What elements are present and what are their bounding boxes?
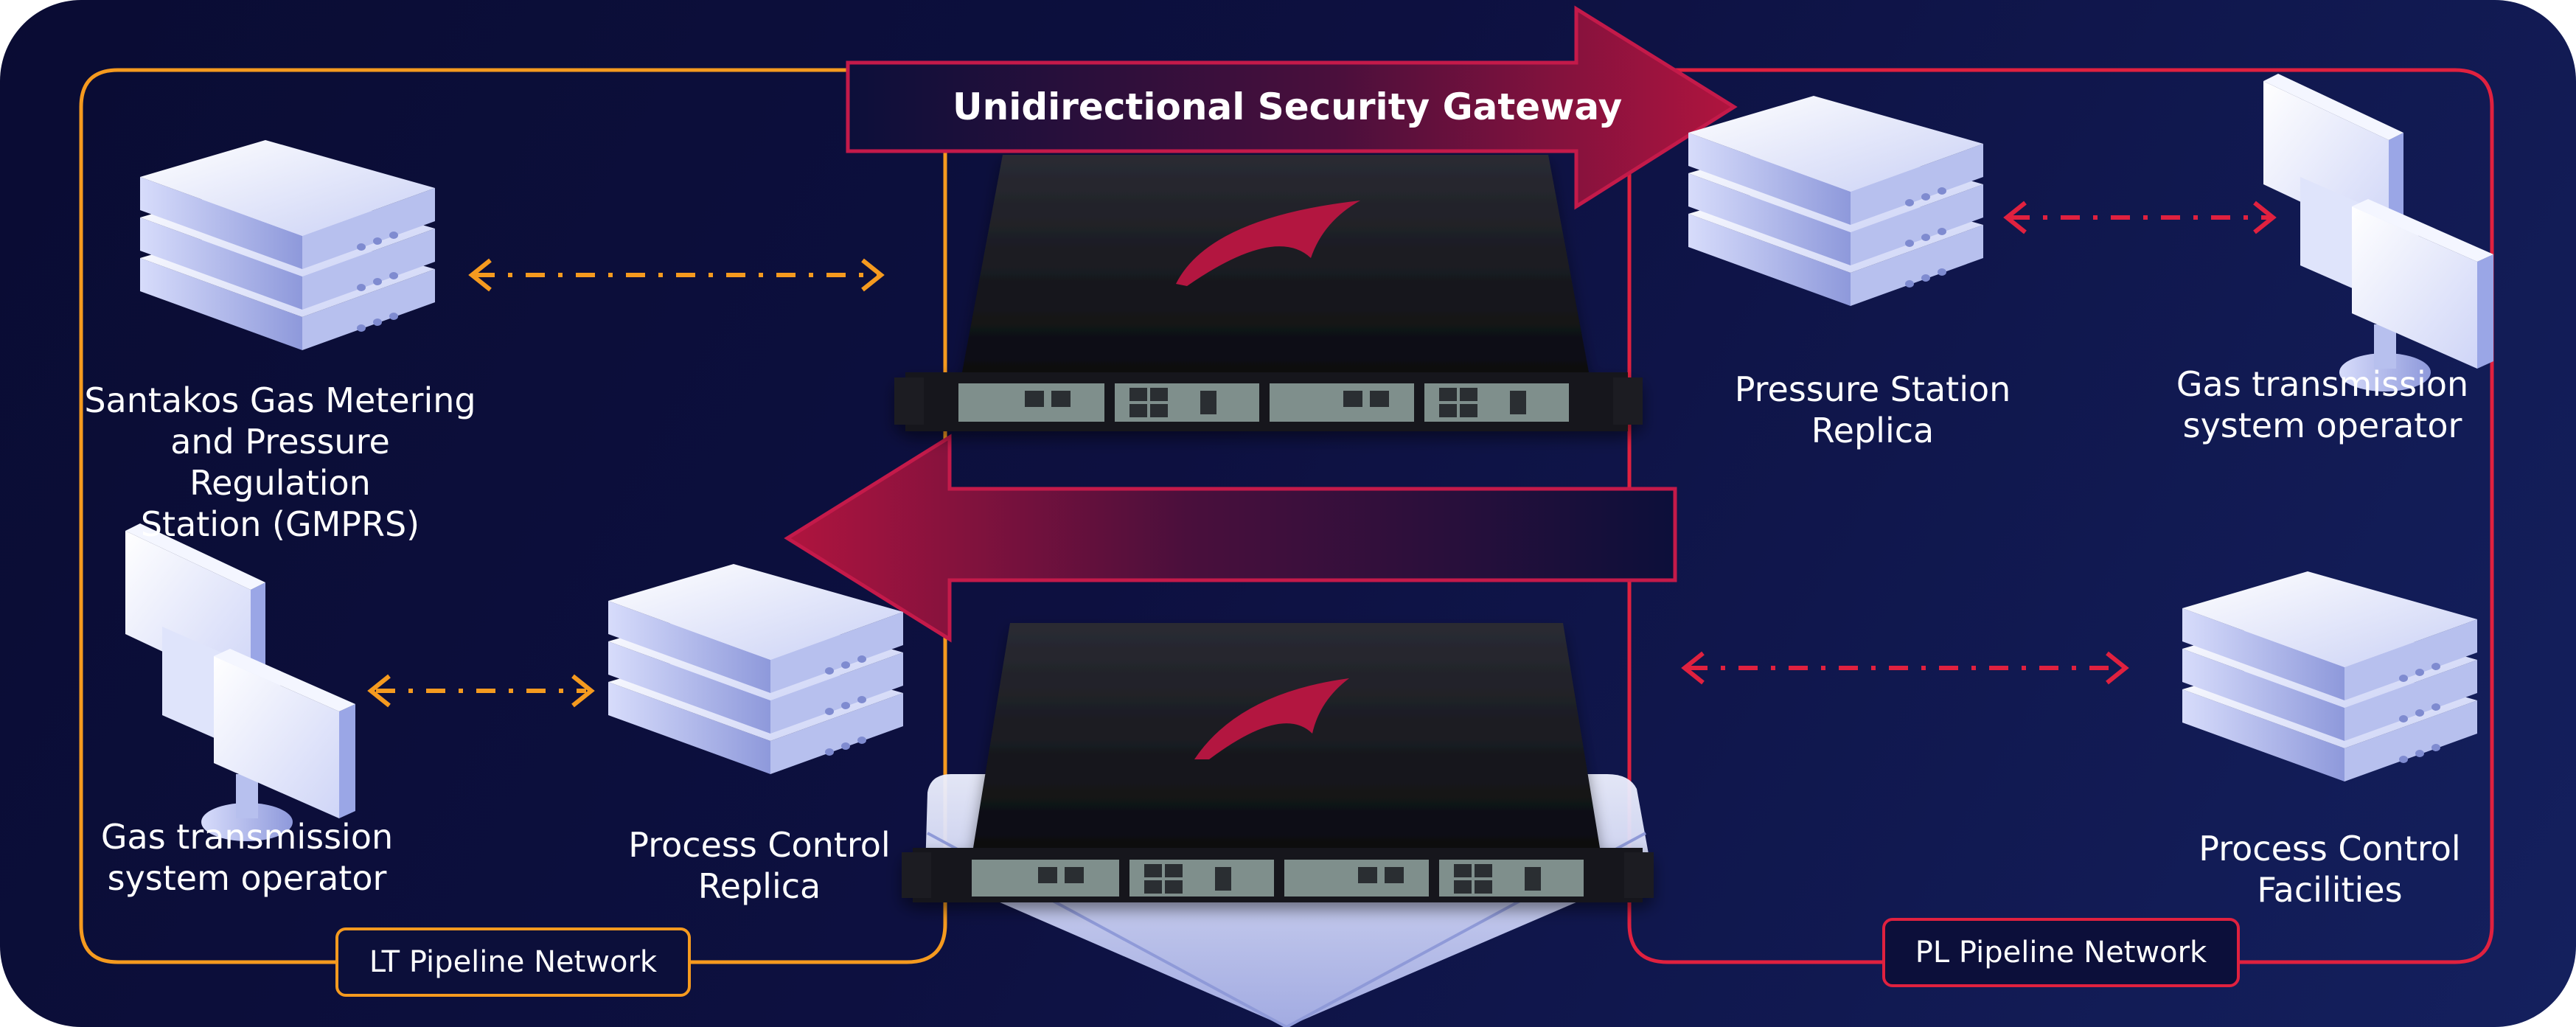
label-pl-pressure-replica: Pressure Station Replica (1734, 369, 2011, 450)
server-icon (2182, 571, 2477, 781)
workstation-icon (2263, 74, 2493, 391)
server-icon (1688, 96, 1983, 306)
label-lt-replica: Process Control Replica (628, 825, 891, 906)
workstation-icon (125, 523, 355, 841)
pl-connector-facilities (1681, 651, 2129, 685)
gateway-device-bottom (902, 623, 1654, 902)
pl-network-boundary (1627, 68, 2494, 964)
pl-connector-replica-operator (2003, 201, 2277, 234)
return-arrow (784, 434, 1677, 643)
gateway-title: Unidirectional Security Gateway (953, 86, 1623, 128)
label-pl-facilities: Process Control Facilities (2199, 829, 2461, 910)
gateway-device-top (894, 155, 1643, 431)
pl-network-label: PL Pipeline Network (1882, 918, 2240, 987)
gateway-arrow (846, 5, 1738, 210)
server-icon (608, 564, 903, 774)
lt-network-boundary (79, 68, 947, 964)
lt-connector-operator-replica (367, 674, 595, 708)
lt-network-label: LT Pipeline Network (335, 927, 691, 997)
server-icon (140, 140, 435, 350)
lt-connector-gmprs (468, 258, 885, 292)
label-pl-operator: Gas transmission system operator (2176, 364, 2469, 445)
label-lt-operator: Gas transmission system operator (100, 817, 394, 898)
label-gmprs: Santakos Gas Metering and Pressure Regul… (84, 380, 476, 544)
